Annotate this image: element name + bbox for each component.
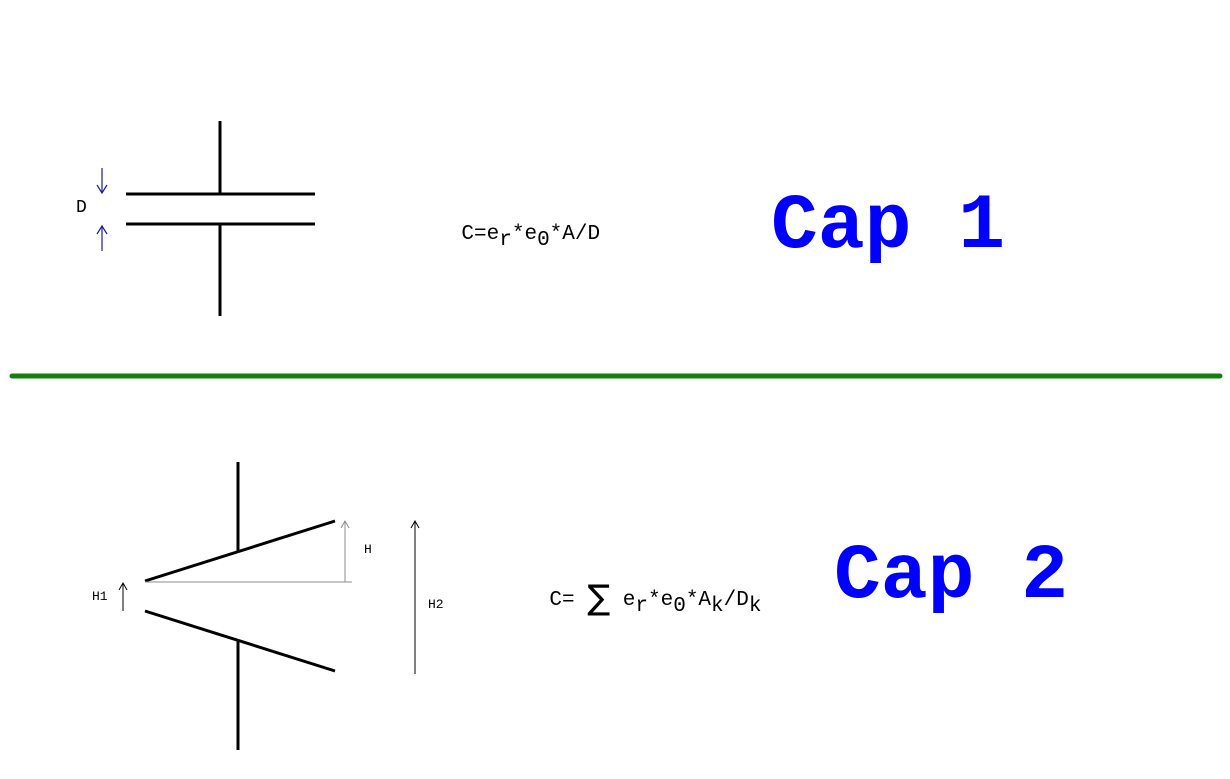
formula-sub-k-d: k (748, 595, 762, 618)
formula-mid: *e (648, 589, 674, 612)
h2-arrow-icon (410, 519, 420, 674)
cap2-bottom-plate (144, 609, 336, 673)
formula-prefix: C=e (461, 223, 500, 246)
formula-sub-r: r (499, 229, 512, 252)
cap1-title: Cap 1 (771, 183, 1006, 271)
formula-a: *A (685, 589, 712, 612)
cap1-gap-label: D (76, 198, 87, 218)
formula-e: e (622, 589, 636, 612)
cap2-symbol (144, 462, 336, 750)
cap2-formula: C= ∑ er*e0*Ak/Dk (499, 569, 761, 632)
formula-sub-0: 0 (673, 595, 686, 618)
cap2-h1-label: H1 (92, 589, 108, 604)
formula-mid: *e (511, 223, 538, 246)
formula-sub-r: r (635, 595, 648, 618)
cap1-formula: C=er*e0*A/D (411, 203, 600, 266)
formula-d: /D (723, 589, 749, 612)
cap2-dimensions (145, 519, 352, 583)
cap1-symbol (126, 121, 315, 316)
down-arrow-icon (96, 168, 108, 195)
cap2-h-label: H (364, 542, 372, 557)
cap2-h2-label: H2 (428, 597, 444, 612)
cap2-title: Cap 2 (834, 533, 1069, 621)
cap1-gap-arrows (96, 168, 108, 251)
up-arrow-icon (96, 224, 108, 251)
formula-suffix: *A/D (549, 223, 601, 246)
cap2-dimension-arrows (118, 519, 420, 674)
sigma-symbol: ∑ (587, 578, 611, 618)
h1-arrow-icon (118, 581, 128, 611)
formula-prefix: C= (549, 589, 575, 612)
cap2-top-plate (144, 519, 336, 583)
h-arrow-icon (340, 519, 350, 582)
formula-sub-0: 0 (537, 229, 550, 252)
formula-sub-k-a: k (711, 595, 724, 618)
